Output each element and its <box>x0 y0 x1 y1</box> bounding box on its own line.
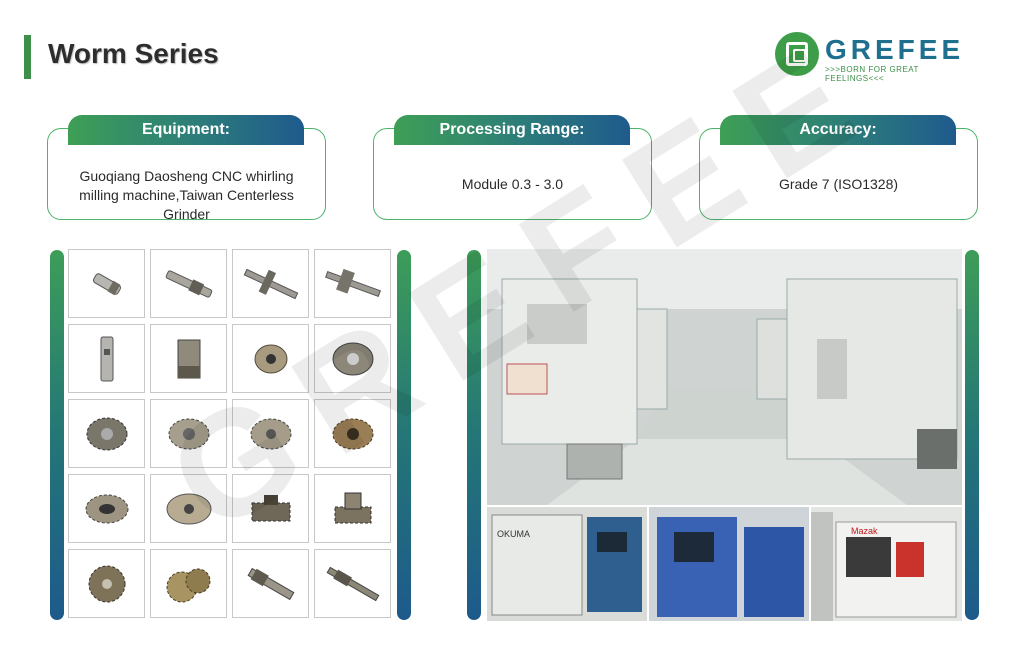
worm-gear-shaft-image <box>324 268 381 297</box>
worm-shaft-image <box>326 566 379 601</box>
worm-gear-shaft-image <box>243 268 298 299</box>
worm-shaft-image <box>92 272 121 295</box>
left-side-bar-right <box>397 250 411 620</box>
worm-shaft-image <box>247 567 294 600</box>
mazak-machine-photo: Mazak <box>811 507 962 621</box>
brand-logo: GREFEE >>>BORN FOR GREAT FEELINGS<<< <box>775 32 975 83</box>
logo-tagline: >>>BORN FOR GREAT FEELINGS<<< <box>825 65 919 83</box>
factory-floor-photo <box>487 249 962 505</box>
product-grid <box>68 249 394 621</box>
product-cell <box>314 549 391 618</box>
processing-range-text: Module 0.3 - 3.0 <box>461 176 564 192</box>
spur-gear-image <box>86 417 127 450</box>
spur-gear-image <box>334 492 371 523</box>
product-cell <box>68 324 145 393</box>
okuma-machine-photo: OKUMA <box>487 507 647 621</box>
worm-sleeve-image <box>177 339 200 378</box>
product-cell <box>232 249 309 318</box>
spur-gear-image <box>251 494 290 521</box>
logo-mark-icon <box>775 32 819 76</box>
logo-name: GREFEE <box>825 34 965 65</box>
gear-pair-image <box>166 568 210 602</box>
page-title: Worm Series <box>48 38 219 69</box>
left-side-bar <box>50 250 64 620</box>
right-side-bar <box>965 250 979 620</box>
product-cell <box>314 474 391 543</box>
cnc-machine-photo <box>649 507 809 621</box>
product-cell <box>232 474 309 543</box>
product-cell <box>68 399 145 468</box>
equipment-label: Equipment: <box>68 115 304 145</box>
product-cell <box>68 474 145 543</box>
product-cell <box>150 474 227 543</box>
accuracy-label: Accuracy: <box>720 115 956 145</box>
product-cell <box>232 324 309 393</box>
worm-shaft-image <box>165 269 212 298</box>
right-side-bar-left <box>467 250 481 620</box>
mazak-label: Mazak <box>851 526 878 536</box>
product-cell <box>314 249 391 318</box>
product-cell <box>232 549 309 618</box>
spur-gear-image <box>250 418 291 449</box>
product-cell <box>68 249 145 318</box>
spur-gear-image <box>85 494 128 523</box>
okuma-label: OKUMA <box>497 529 530 539</box>
title-accent-bar <box>24 35 31 79</box>
face-gear-image <box>166 493 211 524</box>
product-cell <box>314 399 391 468</box>
spur-gear-image <box>332 418 373 449</box>
spur-gear-image <box>168 418 209 449</box>
spur-gear-image <box>88 565 125 602</box>
product-cell <box>150 399 227 468</box>
product-cell <box>150 549 227 618</box>
product-cell <box>150 324 227 393</box>
processing-range-label: Processing Range: <box>394 115 630 145</box>
worm-sleeve-image <box>100 336 113 381</box>
small-gear-image <box>254 344 287 373</box>
accuracy-text: Grade 7 (ISO1328) <box>778 176 899 192</box>
product-cell <box>232 399 309 468</box>
small-gear-image <box>332 342 373 375</box>
product-cell <box>150 249 227 318</box>
product-cell <box>314 324 391 393</box>
product-cell <box>68 549 145 618</box>
equipment-text: Guoqiang Daosheng CNC whirling milling m… <box>79 168 294 222</box>
